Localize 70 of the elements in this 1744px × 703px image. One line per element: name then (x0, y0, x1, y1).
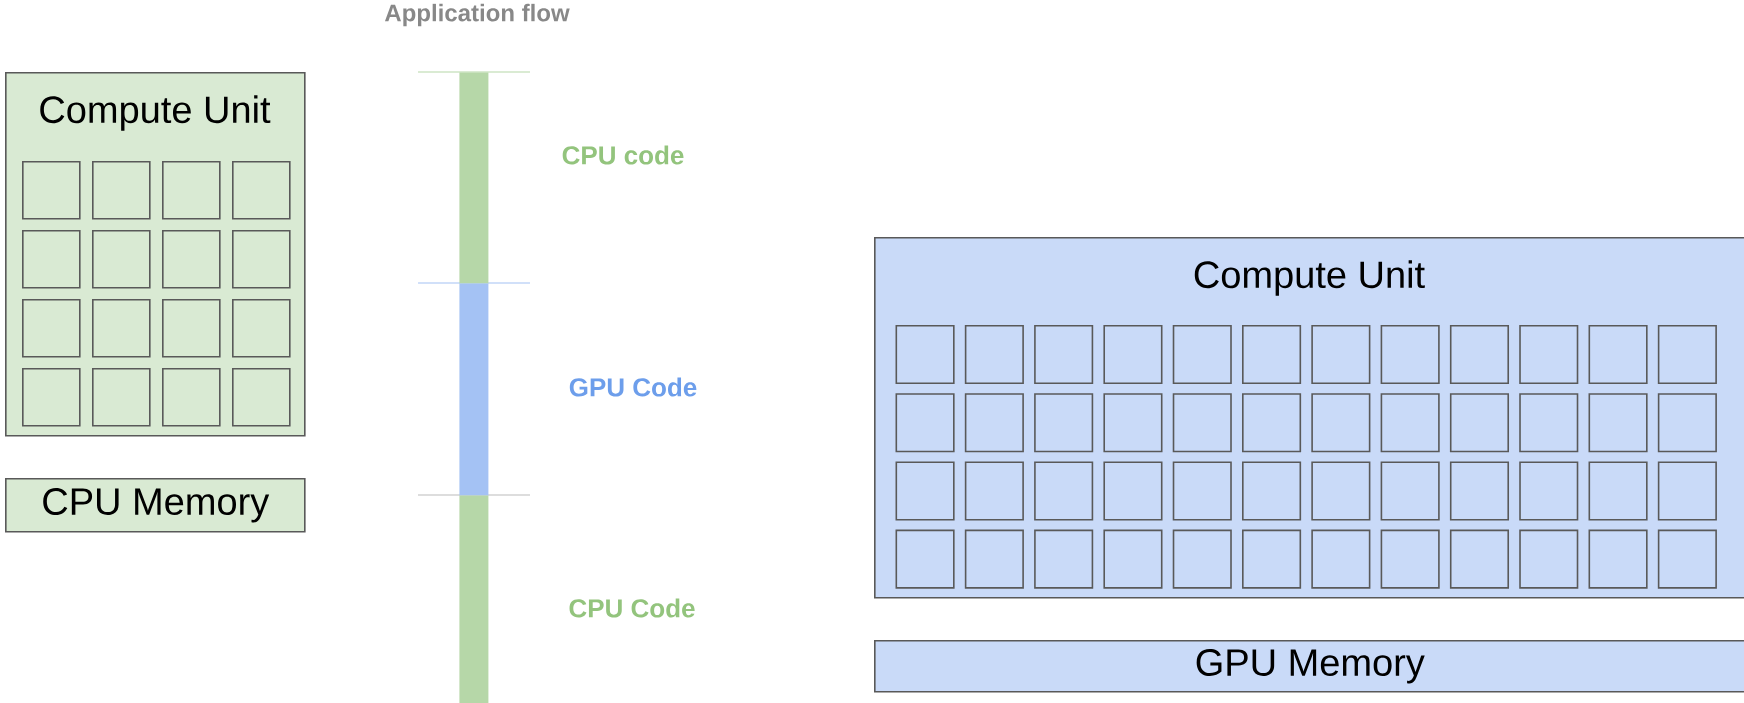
segment-label: GPU Code (569, 377, 697, 397)
core-box (1588, 393, 1648, 453)
core-box (232, 161, 291, 220)
memory-box: GPU Memory (874, 640, 1744, 693)
core-box (1657, 461, 1717, 521)
core-box (1172, 325, 1232, 385)
diagram-title: Application flow (384, 3, 570, 27)
core-box (1449, 325, 1509, 385)
core-box (1311, 529, 1371, 589)
core-box (1449, 393, 1509, 453)
core-box (1242, 325, 1302, 385)
core-box (1519, 393, 1579, 453)
core-box (1449, 529, 1509, 589)
core-box (1242, 529, 1302, 589)
core-box (1311, 461, 1371, 521)
core-box (895, 393, 955, 453)
core-box (1519, 325, 1579, 385)
core-box (162, 368, 221, 427)
core-box (964, 461, 1024, 521)
core-box (1103, 393, 1163, 453)
core-box (162, 230, 221, 289)
memory-box: CPU Memory (5, 478, 306, 533)
core-box (1103, 325, 1163, 385)
core-box (895, 325, 955, 385)
core-box (1380, 461, 1440, 521)
core-box (232, 368, 291, 427)
core-box (1519, 529, 1579, 589)
core-box (1103, 529, 1163, 589)
core-box (1657, 325, 1717, 385)
core-box (1172, 529, 1232, 589)
segment-label: CPU Code (569, 598, 695, 618)
core-box (1657, 393, 1717, 453)
core-box (1519, 461, 1579, 521)
core-box (1588, 529, 1648, 589)
core-box (1034, 529, 1094, 589)
core-box (1242, 461, 1302, 521)
core-box (22, 161, 81, 220)
core-box (895, 529, 955, 589)
core-box (22, 368, 81, 427)
core-box (1172, 393, 1232, 453)
core-box (1172, 461, 1232, 521)
core-box (964, 325, 1024, 385)
core-box (1242, 393, 1302, 453)
core-box (1103, 461, 1163, 521)
segment-label: CPU code (562, 145, 684, 165)
core-box (1588, 325, 1648, 385)
core-box (92, 230, 151, 289)
core-box (232, 299, 291, 358)
core-box (964, 529, 1024, 589)
core-box (964, 393, 1024, 453)
core-box (162, 161, 221, 220)
core-box (22, 230, 81, 289)
core-box (1034, 461, 1094, 521)
core-box (895, 461, 955, 521)
core-box (1588, 461, 1648, 521)
core-box (1380, 325, 1440, 385)
core-box (1034, 393, 1094, 453)
core-box (1311, 325, 1371, 385)
core-box (1380, 529, 1440, 589)
core-box (1449, 461, 1509, 521)
core-box (162, 299, 221, 358)
core-box (1034, 325, 1094, 385)
core-box (92, 161, 151, 220)
core-box (92, 368, 151, 427)
core-box (232, 230, 291, 289)
core-box (1311, 393, 1371, 453)
core-box (92, 299, 151, 358)
core-box (1380, 393, 1440, 453)
core-box (22, 299, 81, 358)
core-box (1657, 529, 1717, 589)
